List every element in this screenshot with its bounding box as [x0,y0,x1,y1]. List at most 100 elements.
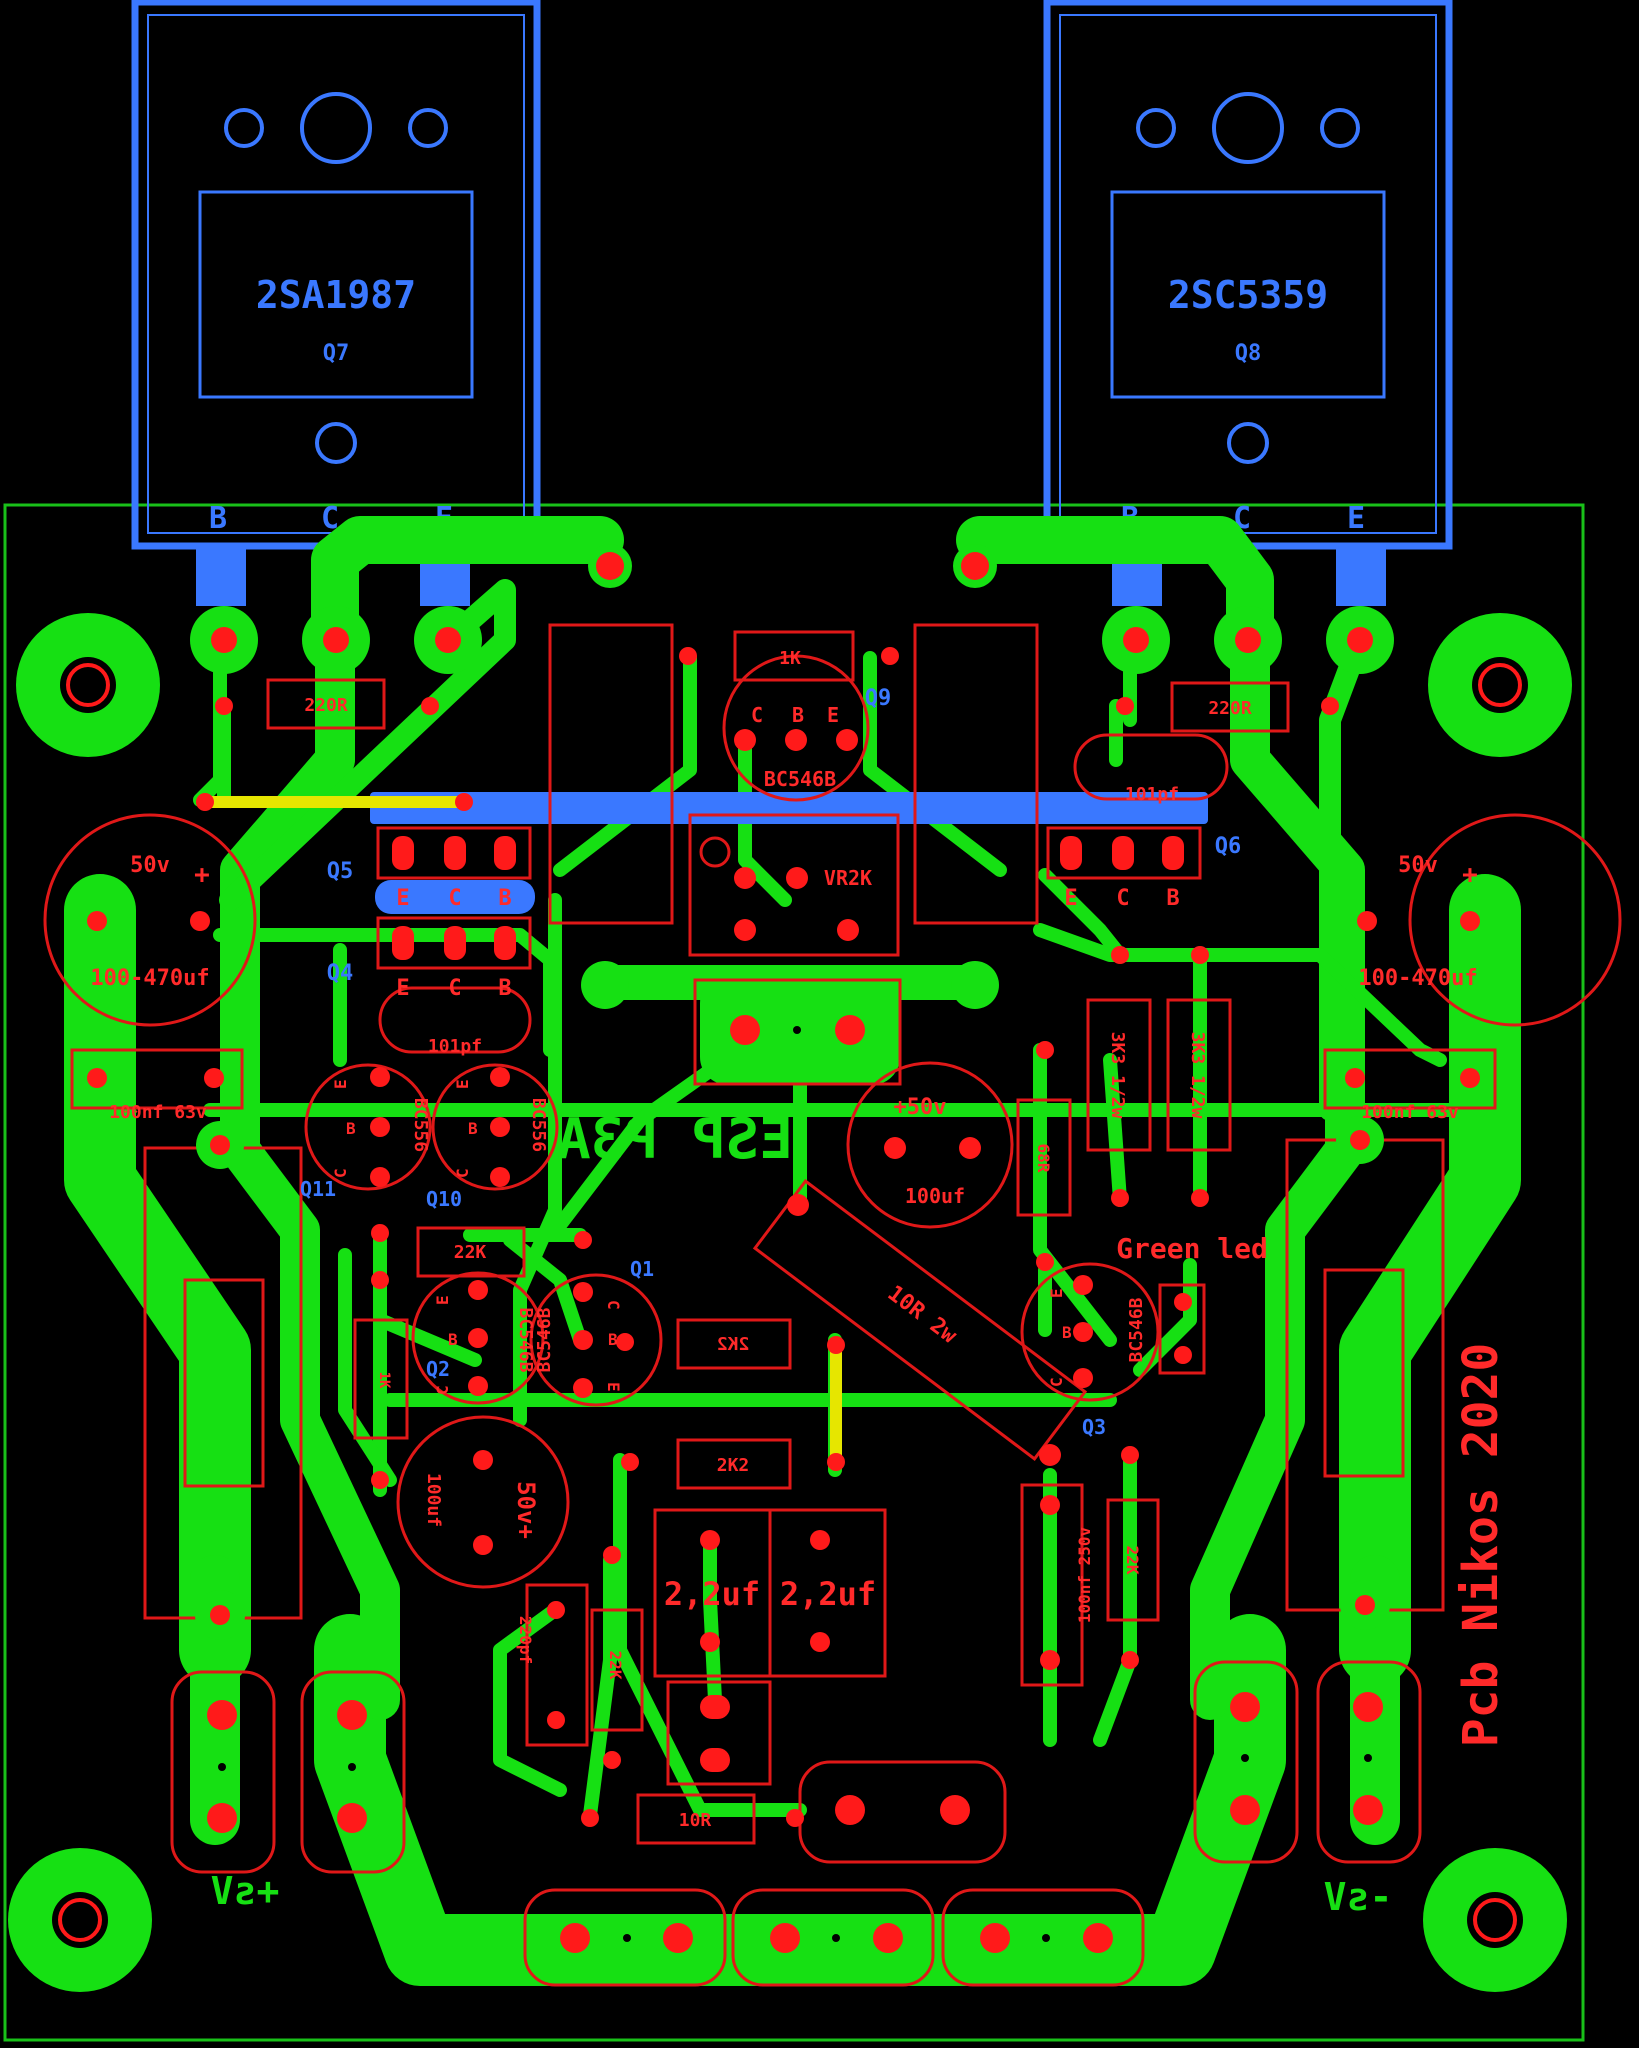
label-cap-left-plus: + [194,860,210,890]
label-22k-right: 22K [1123,1546,1142,1575]
svg-text:E: E [433,1295,452,1305]
label-vr2k: VR2K [824,866,872,890]
q7-pin-b: B [209,501,227,536]
svg-text:E: E [1047,1288,1066,1298]
svg-text:B: B [608,1330,618,1349]
label-100uf-low: 100uf [423,1473,444,1527]
silkscreen [43,623,1622,1987]
label-q6-b: B [1166,886,1179,911]
label-green-led: Green led [1116,1232,1268,1265]
mount-hole-top-left [16,613,160,757]
mounting-holes [8,613,1572,1992]
label-q5: Q5 [327,859,354,884]
label-50v-mid: +50v [894,1095,947,1120]
board-outline [3,503,1585,2042]
label-68r: 68R [1034,1144,1053,1173]
svg-text:B: B [468,1119,478,1138]
label-q9-c: C [751,703,763,727]
label-100nf-250v: 100nf 250v [1075,1526,1094,1623]
q7-part-label: 2SA1987 [256,273,416,317]
component-labels: 1K Q9 C B E BC546B 220R 220R Q5 Q4 Q6 E … [90,648,1509,1919]
q8-ref-label: Q8 [1235,341,1262,366]
label-q9: Q9 [865,686,892,711]
pin-letters: E B C E B C E B C C B E E B C [331,1079,1072,1395]
label-q1: Q1 [630,1257,654,1281]
label-q4-c: C [448,976,461,1001]
label-220r-right: 220R [1208,698,1252,719]
label-q3: Q3 [1082,1415,1106,1439]
label-1k-small: 1K [376,1372,392,1389]
label-100nf-left: 100nf 63v [109,1102,207,1123]
label-100nf-right: 100nf 63v [1361,1102,1459,1123]
mount-hole-bottom-left [8,1848,152,1992]
label-50v-low: 50v+ [512,1481,540,1539]
svg-text:C: C [453,1168,472,1178]
label-2k2-a: 2K2 [717,1334,750,1355]
label-q4: Q4 [327,961,354,986]
q8-part-label: 2SC5359 [1168,273,1328,317]
power-transistor-q8: 2SC5359 Q8 B C E [1043,0,1453,550]
svg-text:C: C [1047,1377,1066,1387]
label-22uf-b: 2,2uf [780,1575,876,1613]
label-22k-mid: 22K [606,1651,625,1680]
label-vs-plus: +sV [211,1869,280,1913]
label-3k3-a: 3K3 1/2w [1107,1032,1128,1119]
label-vs-minus: -sV [1324,1875,1393,1919]
svg-text:B: B [448,1330,458,1349]
q7-ref-label: Q7 [323,341,350,366]
label-22k-top: 22K [454,1242,487,1263]
svg-text:C: C [331,1168,350,1178]
label-cap-left-val: 100-470uf [90,966,209,991]
copper-traces [64,516,1521,1986]
label-3k3-b: 3K3 1/2w [1187,1032,1208,1119]
label-101pf-right: 101pf [1125,784,1179,805]
label-bc546b-q1: BC546B [534,1307,555,1372]
label-bc556-a: BC556 [410,1098,431,1152]
label-cap-right-v: 50v [1398,853,1438,878]
label-220pf: 220pf [516,1616,535,1664]
label-q9-b: B [792,703,804,727]
label-q5-c: C [448,886,461,911]
label-q4-e: E [396,976,409,1001]
label-bc546b-q3: BC546B [1126,1297,1147,1362]
pads [87,552,1480,1953]
label-cap-left-v: 50v [130,853,170,878]
label-q10: Q10 [426,1187,462,1211]
label-q2: Q2 [426,1357,450,1381]
svg-text:E: E [453,1079,472,1089]
mount-hole-top-right [1428,613,1572,757]
mount-hole-bottom-right [1423,1848,1567,1992]
svg-text:E: E [331,1079,350,1089]
svg-text:C: C [433,1385,452,1395]
label-220r-left: 220R [304,695,348,716]
q8-pin-e: E [1347,501,1365,536]
svg-text:C: C [604,1300,623,1310]
svg-text:B: B [346,1119,356,1138]
label-q6-c: C [1116,886,1129,911]
label-10r: 10R [679,1810,712,1831]
label-q4-b: B [498,976,511,1001]
q7-pin-c: C [321,501,339,536]
label-q6: Q6 [1215,834,1242,859]
label-q6-e: E [1064,886,1077,911]
label-101pf-left: 101pf [428,1036,482,1057]
label-bc556-b: BC556 [528,1098,549,1152]
label-cap-right-val: 100-470uf [1358,966,1477,991]
label-esp-p3a: ESP P3A [557,1107,793,1172]
label-q5-b: B [498,886,511,911]
label-2k2-b: 2K2 [717,1455,750,1476]
label-q11: Q11 [300,1177,336,1201]
label-q9-part: BC546B [764,767,836,791]
label-q5-e: E [396,886,409,911]
label-pcb-credit: Pcb Nikos 2020 [1453,1343,1509,1748]
label-22uf-a: 2,2uf [664,1575,760,1613]
svg-text:B: B [1062,1323,1072,1342]
power-transistor-q7: 2SA1987 Q7 B C E [131,0,541,550]
top-layer-bus [370,792,1208,914]
label-100uf-mid: 100uf [905,1184,965,1208]
jumpers [204,796,842,1468]
label-cap-right-plus: + [1462,860,1478,890]
label-bc546b-q2: BC546B [515,1307,536,1372]
label-1k: 1K [779,648,801,669]
